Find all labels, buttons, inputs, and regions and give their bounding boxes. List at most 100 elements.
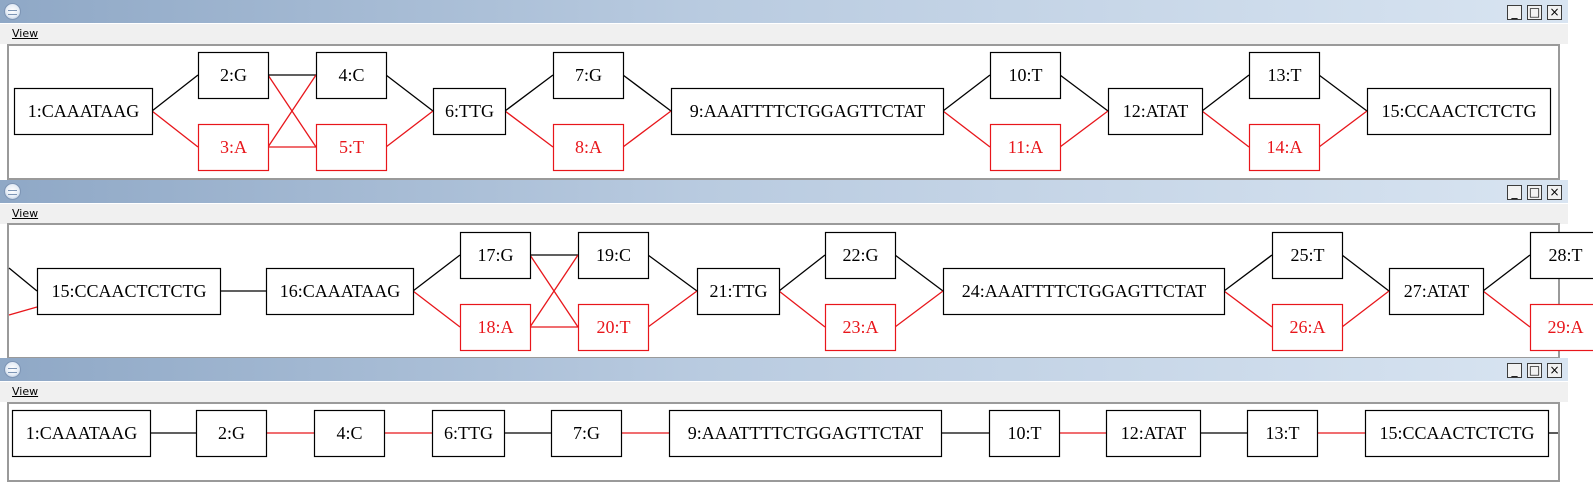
- node-n9[interactable]: 9:AAATTTTCTGGAGTTCTAT: [672, 89, 944, 135]
- app-logo-icon[interactable]: [4, 183, 21, 200]
- node-p7[interactable]: 7:G: [552, 411, 622, 457]
- node-n13[interactable]: 13:T: [1250, 53, 1320, 99]
- node-n14[interactable]: 14:A: [1250, 125, 1320, 171]
- node-m25[interactable]: 25:T: [1273, 233, 1343, 279]
- variation-graph: 15:CCAACTCTCTG 16:CAAATAAG 17:G 18:A 19:C 20:…: [9, 225, 1558, 357]
- node-label: 23:A: [843, 317, 879, 337]
- edge-n6-n8: [505, 111, 553, 147]
- view-menu-label: View: [12, 207, 38, 220]
- node-n4[interactable]: 4:C: [317, 53, 387, 99]
- node-label: 18:A: [478, 317, 514, 337]
- graph-canvas: 15:CCAACTCTCTG 16:CAAATAAG 17:G 18:A 19:C 20:…: [7, 223, 1560, 359]
- node-p2[interactable]: 2:G: [197, 411, 267, 457]
- node-n7[interactable]: 7:G: [554, 53, 624, 99]
- node-m21[interactable]: 21:TTG: [698, 269, 780, 315]
- maximize-button[interactable]: □: [1527, 363, 1542, 378]
- node-label: 5:T: [339, 137, 364, 157]
- minimize-button[interactable]: _: [1507, 5, 1522, 20]
- node-label: 7:G: [575, 65, 602, 85]
- node-p1[interactable]: 1:CAAATAAG: [13, 411, 151, 457]
- edge-m16-m17: [413, 255, 460, 291]
- node-m19[interactable]: 19:C: [579, 233, 649, 279]
- node-p15[interactable]: 15:CCAACTCTCTG: [1366, 411, 1549, 457]
- edge-n10-n12: [1060, 75, 1108, 111]
- view-menu[interactable]: View: [12, 385, 38, 398]
- close-button[interactable]: ×: [1547, 363, 1562, 378]
- node-m26[interactable]: 26:A: [1273, 305, 1343, 351]
- node-m29[interactable]: 29:A: [1531, 305, 1593, 351]
- view-menu[interactable]: View: [12, 207, 38, 220]
- edge-m23-m24: [895, 291, 943, 327]
- node-m16[interactable]: 16:CAAATAAG: [267, 269, 414, 315]
- app-logo-icon[interactable]: [4, 361, 21, 378]
- edge-m27-m28: [1483, 255, 1530, 291]
- node-m27[interactable]: 27:ATAT: [1390, 269, 1484, 315]
- minimize-button[interactable]: _: [1507, 185, 1522, 200]
- node-n8[interactable]: 8:A: [554, 125, 624, 171]
- edge-n14-n15: [1319, 111, 1367, 147]
- node-label: 25:T: [1291, 245, 1325, 265]
- graph-window-3: _ □ × View 1:CAAATAAG 2:G 4:C 6:TTG 7:G 9:AAA…: [0, 358, 1568, 470]
- minimize-button[interactable]: _: [1507, 363, 1522, 378]
- edge-m16-m18: [413, 291, 460, 327]
- node-m18[interactable]: 18:A: [461, 305, 531, 351]
- node-n11[interactable]: 11:A: [991, 125, 1061, 171]
- edge-n12-n13: [1202, 75, 1249, 111]
- maximize-button[interactable]: □: [1527, 5, 1542, 20]
- node-m22[interactable]: 22:G: [826, 233, 896, 279]
- edge-m25-m27: [1342, 255, 1389, 291]
- node-label: 2:G: [220, 65, 247, 85]
- node-label: 28:T: [1549, 245, 1583, 265]
- app-logo-icon[interactable]: [4, 3, 21, 20]
- node-label: 15:CCAACTCTCTG: [1379, 423, 1534, 443]
- graph-canvas: 1:CAAATAAG 2:G 4:C 6:TTG 7:G 9:AAATTTTCTGGAGT…: [7, 402, 1560, 482]
- node-label: 1:CAAATAAG: [26, 423, 138, 443]
- node-p12[interactable]: 12:ATAT: [1107, 411, 1201, 457]
- close-button[interactable]: ×: [1547, 185, 1562, 200]
- node-n2[interactable]: 2:G: [199, 53, 269, 99]
- node-p13[interactable]: 13:T: [1248, 411, 1318, 457]
- node-m17[interactable]: 17:G: [461, 233, 531, 279]
- graph-window-1: _ □ × View 1:CAAATAAG 2:G 3:A 4:C 5:T 6:TTG 7:…: [0, 0, 1568, 182]
- node-label: 20:T: [597, 317, 631, 337]
- node-p9[interactable]: 9:AAATTTTCTGGAGTTCTAT: [670, 411, 942, 457]
- node-m15[interactable]: 15:CCAACTCTCTG: [38, 269, 221, 315]
- graph-window-2: _ □ × View 15:CCAACTCTCTG 16:CAAATAAG 17:G…: [0, 180, 1568, 360]
- edge-n13-n15: [1319, 75, 1367, 111]
- edge-n1-n3: [152, 111, 198, 147]
- node-m28[interactable]: 28:T: [1531, 233, 1593, 279]
- node-label: 9:AAATTTTCTGGAGTTCTAT: [688, 423, 924, 443]
- menu-bar: View: [0, 382, 1568, 402]
- close-button[interactable]: ×: [1547, 5, 1562, 20]
- edge-m24-m26: [1224, 291, 1272, 327]
- view-menu[interactable]: View: [12, 27, 38, 40]
- edge-m20-m21: [648, 291, 697, 327]
- node-m23[interactable]: 23:A: [826, 305, 896, 351]
- edge-m22-m24: [895, 255, 943, 291]
- node-n3[interactable]: 3:A: [199, 125, 269, 171]
- node-p4[interactable]: 4:C: [315, 411, 385, 457]
- node-label: 13:T: [1266, 423, 1300, 443]
- node-n15[interactable]: 15:CCAACTCTCTG: [1368, 89, 1551, 135]
- title-bar[interactable]: _ □ ×: [0, 0, 1568, 23]
- node-m20[interactable]: 20:T: [579, 305, 649, 351]
- node-p10[interactable]: 10:T: [990, 411, 1060, 457]
- edge-m21-m22: [779, 255, 825, 291]
- node-label: 13:T: [1268, 65, 1302, 85]
- node-label: 29:A: [1548, 317, 1584, 337]
- node-n5[interactable]: 5:T: [317, 125, 387, 171]
- title-bar[interactable]: _ □ ×: [0, 358, 1568, 381]
- node-m24[interactable]: 24:AAATTTTCTGGAGTTCTAT: [944, 269, 1225, 315]
- node-label: 24:AAATTTTCTGGAGTTCTAT: [962, 281, 1207, 301]
- edge-n5-n6: [386, 111, 433, 147]
- node-p6[interactable]: 6:TTG: [433, 411, 505, 457]
- node-n10[interactable]: 10:T: [991, 53, 1061, 99]
- node-n1[interactable]: 1:CAAATAAG: [15, 89, 153, 135]
- node-label: 26:A: [1290, 317, 1326, 337]
- node-n6[interactable]: 6:TTG: [434, 89, 506, 135]
- title-bar[interactable]: _ □ ×: [0, 180, 1568, 203]
- node-n12[interactable]: 12:ATAT: [1109, 89, 1203, 135]
- edge-m27-m29: [1483, 291, 1530, 327]
- variation-graph: 1:CAAATAAG 2:G 4:C 6:TTG 7:G 9:AAATTTTCTGGAGT…: [9, 404, 1558, 480]
- maximize-button[interactable]: □: [1527, 185, 1542, 200]
